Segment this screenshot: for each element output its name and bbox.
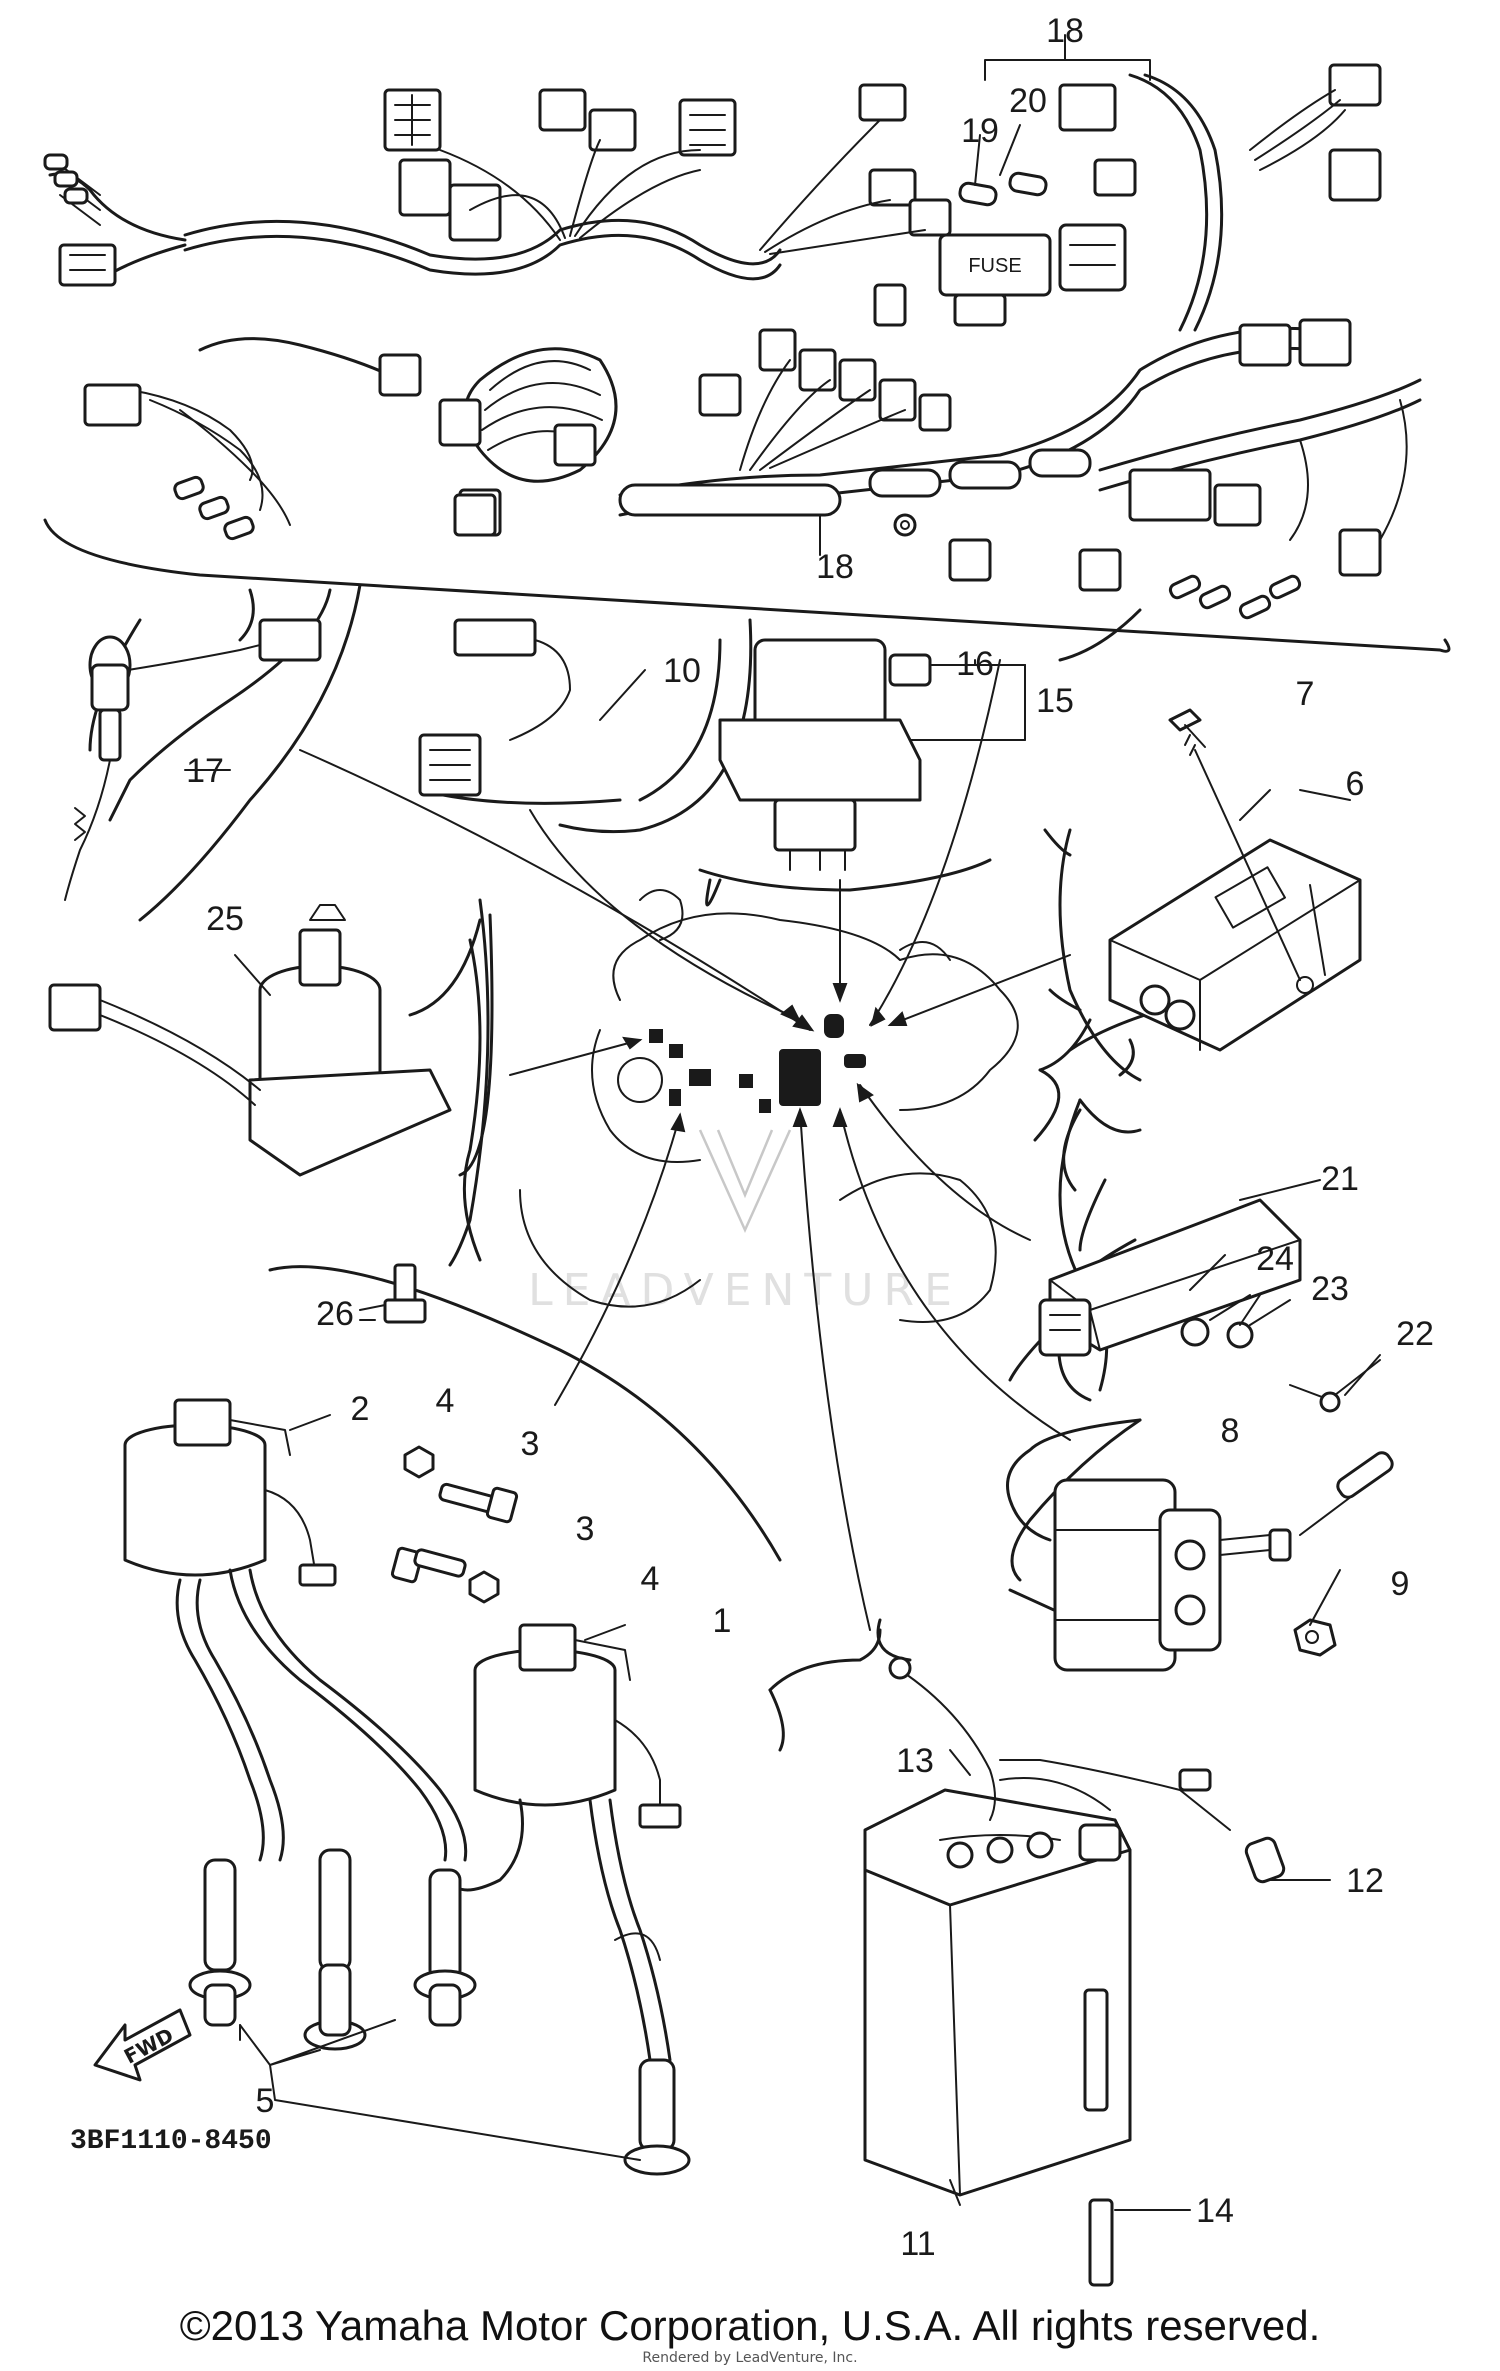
callout-16: 16 — [956, 645, 994, 683]
callout-19: 19 — [961, 112, 999, 150]
callout-17: 17 — [186, 752, 224, 790]
rendered-by-note: Rendered by LeadVenture, Inc. — [642, 2350, 858, 2366]
part-1-ignition-coils — [123, 1398, 691, 2176]
callout-12: 12 — [1346, 1862, 1384, 1900]
wire-harness: FUSE — [43, 63, 1451, 653]
callout-22: 22 — [1396, 1315, 1434, 1353]
callout-25: 25 — [206, 900, 244, 938]
part-15-relay — [698, 638, 1026, 892]
callout-18-top: 18 — [1046, 12, 1084, 50]
callout-13: 13 — [896, 1742, 934, 1780]
callout-10: 10 — [663, 652, 701, 690]
watermark: LEADVENTURE — [528, 1129, 962, 1316]
part-8-starter-relay — [1010, 1418, 1394, 1672]
leader-lines — [184, 669, 1381, 2211]
bracket-18 — [819, 34, 1151, 556]
part-10-connector — [418, 618, 722, 805]
callout-4-top: 4 — [436, 1382, 455, 1420]
watermark-text: LEADVENTURE — [528, 1265, 962, 1316]
motorcycle-outline — [299, 659, 1071, 1631]
callout-14: 14 — [1196, 2192, 1234, 2230]
part-21-regulator — [1038, 1098, 1381, 1413]
callout-26: 26 — [316, 1295, 354, 1333]
fuse-20 — [1008, 171, 1048, 197]
callout-9: 9 — [1391, 1565, 1410, 1603]
callout-15: 15 — [1036, 682, 1074, 720]
callout-11: 11 — [900, 2225, 935, 2263]
fwd-arrow-icon: FWD — [93, 2008, 192, 2082]
part-6-cdi-unit — [1058, 708, 1362, 1082]
callout-3-bottom: 3 — [576, 1510, 595, 1548]
bracket-15-16 — [909, 664, 1026, 741]
callout-20: 20 — [1009, 82, 1047, 120]
callout-8: 8 — [1221, 1412, 1240, 1450]
callout-7: 7 — [1296, 675, 1315, 713]
callout-4-bottom: 4 — [641, 1560, 660, 1598]
fuse-19 — [958, 181, 998, 207]
drawing-code: 3BF1110-8450 — [70, 2126, 272, 2157]
callout-5: 5 — [256, 2082, 275, 2120]
part-17-switch — [64, 588, 332, 901]
part-25-ignition-switch — [48, 898, 490, 1324]
callout-3-top: 3 — [521, 1425, 540, 1463]
callout-2: 2 — [351, 1390, 370, 1428]
fuse-box-label: FUSE — [968, 255, 1021, 277]
copyright-footer: ©2013 Yamaha Motor Corporation, U.S.A. A… — [179, 2302, 1321, 2349]
callout-18-bottom: 18 — [816, 548, 854, 586]
callout-1: 1 — [713, 1602, 732, 1640]
callout-21: 21 — [1321, 1160, 1359, 1198]
callout-24: 24 — [1256, 1240, 1294, 1278]
callout-23: 23 — [1311, 1270, 1349, 1308]
part-11-battery — [768, 1628, 1286, 2287]
callouts: 18 20 19 18 10 16 15 7 6 17 25 26 21 24 … — [186, 12, 1434, 2263]
callout-6: 6 — [1346, 765, 1365, 803]
